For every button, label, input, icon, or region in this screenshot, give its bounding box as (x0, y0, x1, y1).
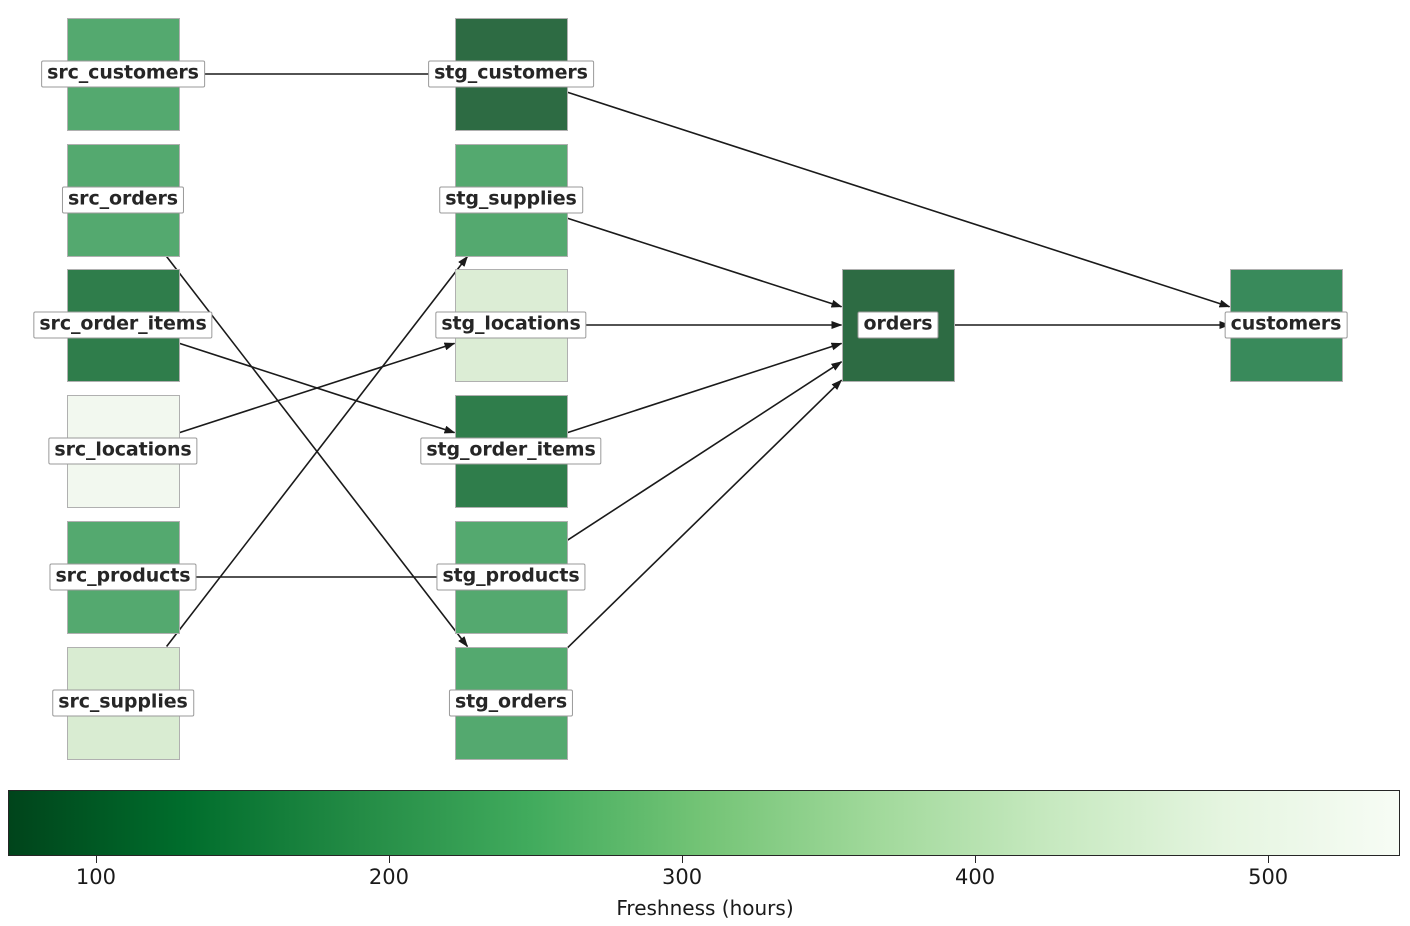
colorbar-tick-label-100: 100 (75, 865, 116, 889)
node-label-src_order_items: src_order_items (33, 311, 213, 339)
node-label-src_locations: src_locations (48, 437, 198, 465)
edge-group (165, 73, 1231, 649)
node-label-stg_supplies: stg_supplies (439, 186, 583, 214)
node-label-stg_locations: stg_locations (435, 311, 587, 339)
edge-stg_supplies-to-orders (567, 217, 843, 308)
colorbar-tick-400 (975, 856, 977, 863)
colorbar-tick-200 (388, 856, 390, 863)
colorbar-tick-label-400: 400 (955, 865, 996, 889)
edge-layer (165, 73, 1231, 649)
edge-stg_order_items-to-orders (567, 342, 843, 434)
edge-stg_orders-to-orders (566, 379, 843, 649)
node-label-src_orders: src_orders (61, 186, 185, 214)
edge-src_locations-to-stg_locations (179, 342, 456, 434)
colorbar-tick-label-500: 500 (1248, 865, 1289, 889)
node-label-src_products: src_products (49, 563, 197, 591)
colorbar-tick-100 (95, 856, 97, 863)
node-label-stg_order_items: stg_order_items (420, 437, 602, 465)
colorbar-axis-label: Freshness (hours) (616, 896, 794, 920)
node-label-src_customers: src_customers (41, 60, 205, 88)
node-label-stg_orders: stg_orders (448, 689, 574, 717)
colorbar-tick-label-300: 300 (661, 865, 703, 889)
colorbar: 100 200 300 400 500 Freshness (hours) (0, 775, 1410, 926)
colorbar-tick-300 (682, 856, 684, 863)
node-label-stg_products: stg_products (436, 563, 586, 591)
colorbar-gradient (8, 790, 1400, 856)
edge-src_order_items-to-stg_order_items (179, 342, 456, 434)
node-label-orders: orders (857, 311, 939, 339)
edge-stg_products-to-orders (567, 361, 843, 541)
node-label-customers: customers (1224, 311, 1348, 339)
node-label-stg_customers: stg_customers (428, 60, 594, 88)
colorbar-tick-500 (1268, 856, 1270, 863)
node-label-src_supplies: src_supplies (52, 689, 194, 717)
colorbar-tick-label-200: 200 (368, 865, 409, 889)
